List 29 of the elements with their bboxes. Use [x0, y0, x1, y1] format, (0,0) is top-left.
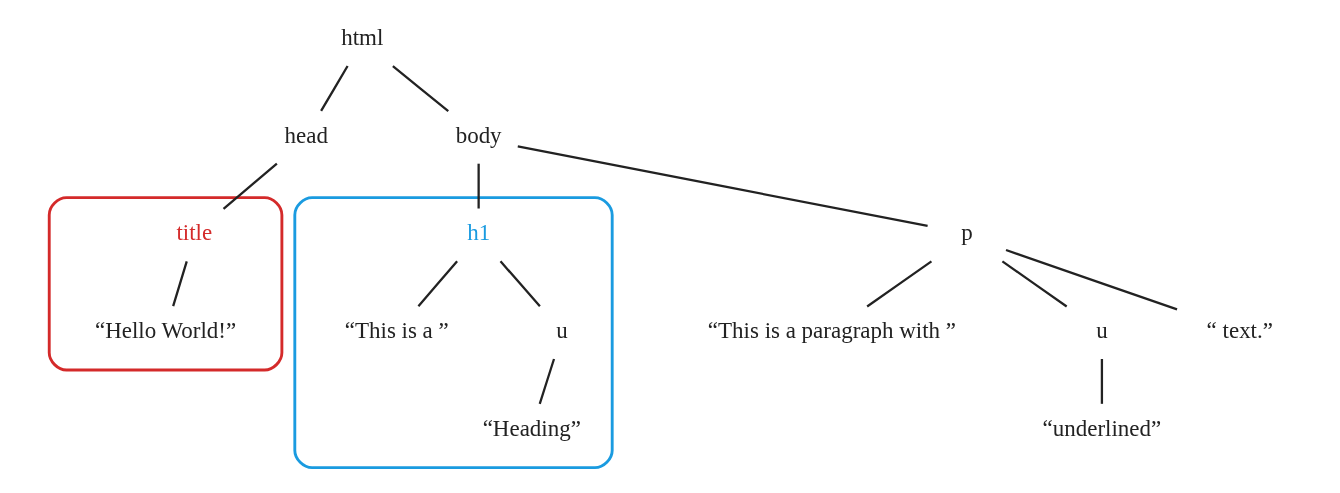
node-text: u	[556, 318, 568, 344]
connector	[866, 260, 933, 308]
connector	[222, 162, 278, 210]
connector	[392, 65, 449, 113]
node-text: “This is a ”	[344, 318, 449, 344]
node-text: html	[341, 25, 384, 51]
connector	[1005, 248, 1178, 311]
node-text: h1	[467, 220, 491, 246]
connector	[172, 261, 188, 307]
connector	[538, 358, 556, 405]
connector	[499, 260, 541, 307]
connector	[517, 145, 928, 228]
node-text: “Heading”	[482, 415, 581, 441]
connector	[417, 260, 458, 307]
connector	[320, 65, 349, 112]
node-text: body	[455, 122, 502, 148]
node-text: “This is a paragraph with ”	[707, 318, 956, 344]
node-text: “underlined”	[1042, 415, 1162, 441]
connector	[477, 163, 480, 209]
node-text: “ text.”	[1206, 318, 1273, 344]
node-text: u	[1096, 318, 1108, 344]
cluster	[47, 196, 284, 372]
node-text: head	[284, 122, 328, 148]
connector	[1100, 359, 1104, 404]
node-text: “Hello World!”	[94, 318, 237, 344]
cluster	[293, 196, 614, 470]
node-text: title	[176, 220, 213, 246]
node-text: p	[961, 220, 973, 246]
connector	[1001, 260, 1068, 308]
